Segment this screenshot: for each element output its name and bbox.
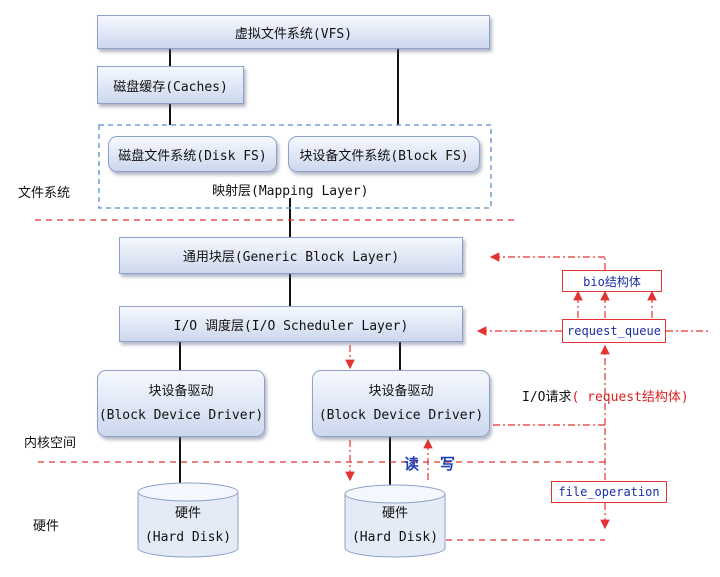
driver-subtitle: (Block Device Driver) [98, 407, 264, 423]
block-fs-label: 块设备文件系统(Block FS) [299, 148, 469, 164]
io-scheduler-label: I/O 调度层(I/O Scheduler Layer) [173, 318, 409, 334]
file-operation-label: file_operation [558, 485, 660, 499]
io-scheduler-layer: I/O 调度层(I/O Scheduler Layer) [119, 306, 463, 342]
vfs-label: 虚拟文件系统(VFS) [234, 26, 353, 42]
block-driver-right: 块设备驱动 (Block Device Driver) [312, 370, 490, 437]
disk-title: 硬件 [381, 506, 408, 521]
disk-subtitle: (Hard Disk) [144, 530, 232, 545]
hard-disk-left: 硬件 (Hard Disk) [138, 502, 238, 550]
hardware-label: 硬件 [33, 519, 60, 534]
bio-struct-box: bio结构体 [562, 270, 662, 292]
generic-block-layer: 通用块层(Generic Block Layer) [119, 237, 463, 274]
io-request-label: I/O请求( request结构体) [522, 386, 689, 405]
block-driver-left: 块设备驱动 (Block Device Driver) [97, 370, 265, 437]
driver-title: 块设备驱动 [368, 383, 434, 399]
driver-subtitle: (Block Device Driver) [318, 407, 484, 423]
request-queue-label: request_queue [567, 324, 661, 338]
mapping-layer-label: 映射层(Mapping Layer) [212, 184, 369, 199]
block-fs-box: 块设备文件系统(Block FS) [288, 136, 480, 172]
disk-title: 硬件 [174, 506, 201, 521]
caches-label: 磁盘缓存(Caches) [113, 79, 228, 95]
caches-layer: 磁盘缓存(Caches) [97, 66, 244, 104]
disk-fs-label: 磁盘文件系统(Disk FS) [118, 148, 267, 164]
file-operation-box: file_operation [551, 481, 667, 503]
io-request-prefix: I/O请求 [522, 390, 572, 405]
driver-title: 块设备驱动 [148, 383, 214, 399]
disk-subtitle: (Hard Disk) [351, 530, 439, 545]
io-request-detail: ( request结构体) [571, 390, 689, 405]
read-label: 读 [404, 455, 420, 473]
filesystem-label: 文件系统 [18, 186, 71, 201]
generic-block-label: 通用块层(Generic Block Layer) [182, 250, 400, 265]
write-label: 写 [440, 455, 456, 473]
bio-struct-label: bio结构体 [583, 274, 641, 289]
kernel-space-label: 内核空间 [24, 436, 77, 451]
request-queue-box: request_queue [562, 319, 666, 343]
vfs-layer: 虚拟文件系统(VFS) [97, 15, 490, 49]
hard-disk-right: 硬件 (Hard Disk) [345, 502, 445, 550]
disk-fs-box: 磁盘文件系统(Disk FS) [108, 136, 277, 172]
